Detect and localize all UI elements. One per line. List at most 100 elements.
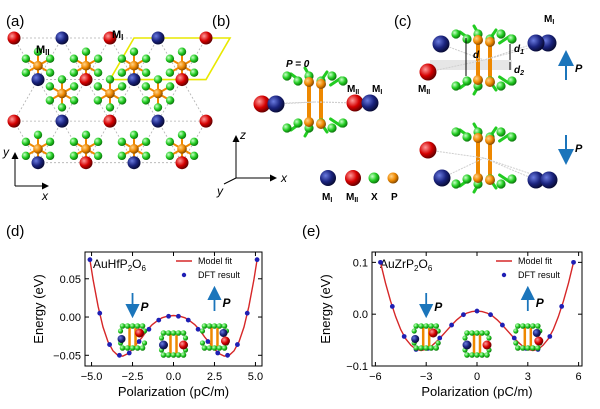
p-atom [485, 77, 495, 87]
m1-atom [31, 73, 45, 87]
axis-x-label-a: x [41, 189, 49, 203]
m2-atom [135, 328, 145, 338]
m1-atom [151, 114, 165, 128]
p-atom [177, 144, 187, 154]
m2-atom [7, 114, 21, 128]
x-atom [93, 82, 103, 91]
x-atom [282, 123, 292, 133]
data-point-dft [97, 310, 103, 316]
m1-atom [117, 335, 126, 343]
y-tick-label: −0.05 [53, 350, 81, 362]
x-atom [45, 68, 55, 77]
x-tick-label: −3 [420, 371, 433, 383]
x-atom [462, 34, 472, 44]
y-tick-label: 0.0 [353, 309, 368, 321]
panel-a-lattice-top-view [7, 31, 232, 170]
data-point-dft [87, 257, 93, 263]
x-atom [206, 323, 213, 329]
x-atom [81, 47, 91, 56]
data-point-dft [461, 312, 466, 318]
x-atom [129, 47, 139, 56]
m2-atom [179, 340, 188, 350]
x-atom [496, 179, 506, 189]
x-atom [479, 352, 485, 358]
data-point-dft [437, 335, 443, 341]
y-axis-label: Energy (eV) [31, 274, 46, 343]
y-tick-label: 0.00 [60, 312, 81, 324]
p-atom [485, 37, 495, 47]
data-point-dft [146, 326, 152, 332]
x-atom [69, 151, 79, 161]
polarization-arrow-label: P [536, 296, 545, 310]
x-atom [211, 323, 218, 329]
label-m2-a: MII [36, 44, 50, 57]
x-atom [180, 330, 187, 336]
x-atom [177, 47, 187, 56]
x-atom [165, 96, 175, 105]
x-atom [165, 137, 175, 147]
m2-atom [482, 340, 492, 350]
x-atom [141, 137, 151, 147]
panel-label-c: (c) [394, 13, 412, 30]
p-label-up-c: P [575, 63, 583, 75]
x-atom [153, 75, 163, 84]
p-atom [177, 60, 187, 71]
panel-label-a: (a) [6, 13, 24, 30]
compound-label: AuHfP2O6 [93, 257, 146, 273]
x-atom [530, 323, 536, 329]
m2-atom [175, 156, 189, 170]
m2-atom [199, 31, 213, 45]
x-atom [165, 352, 172, 358]
x-atom [141, 68, 151, 77]
shaded-plane [430, 60, 512, 70]
m1-atom [31, 156, 45, 170]
x-atom [520, 323, 526, 329]
x-atom [423, 345, 429, 351]
axes-indicator-a: x y [2, 145, 49, 203]
x-atom [175, 352, 182, 358]
legend-x-atom [368, 172, 380, 184]
x-atom [507, 76, 517, 86]
x-atom [69, 68, 79, 77]
compound-label: AuZrP2O6 [380, 257, 433, 273]
data-point-dft [176, 313, 181, 319]
x-atom [139, 345, 146, 351]
x-atom [21, 151, 31, 161]
x-atom [21, 68, 31, 77]
x-atom [462, 335, 468, 341]
axis-z-label-b: z [239, 128, 246, 142]
inset-structure-zero [462, 330, 492, 358]
x-atom [153, 103, 163, 112]
x-atom [486, 335, 492, 341]
x-atom [93, 96, 103, 105]
p-atom [304, 117, 314, 127]
m2-atom [79, 156, 93, 170]
x-atom [93, 151, 103, 161]
x-atom [170, 330, 177, 336]
m1-atom [267, 95, 285, 113]
x-atom [69, 54, 79, 63]
x-atom [451, 179, 461, 189]
m2-atom [428, 328, 438, 338]
m2-atom [103, 114, 117, 128]
y-tick-label: 0.1 [353, 257, 368, 269]
legend-label-model-fit: Model fit [198, 256, 233, 266]
x-atom [199, 340, 206, 346]
axis-y-label-b: y [216, 184, 224, 198]
data-point-dft [215, 350, 221, 356]
x-atom [189, 68, 199, 77]
x-atom [507, 34, 517, 44]
data-point-dft [571, 259, 576, 265]
x-atom [530, 345, 536, 351]
m2-atom [220, 336, 230, 346]
x-atom [57, 103, 67, 112]
p-atom [129, 144, 139, 154]
x-atom [165, 330, 172, 336]
guide-line [427, 59, 485, 73]
p-atom [485, 175, 495, 185]
p-atom [33, 60, 43, 71]
m1-atom [462, 340, 472, 350]
axis-y-label-a: y [2, 145, 10, 159]
panel-label-b: (b) [212, 13, 230, 30]
m1-atom [127, 73, 141, 87]
